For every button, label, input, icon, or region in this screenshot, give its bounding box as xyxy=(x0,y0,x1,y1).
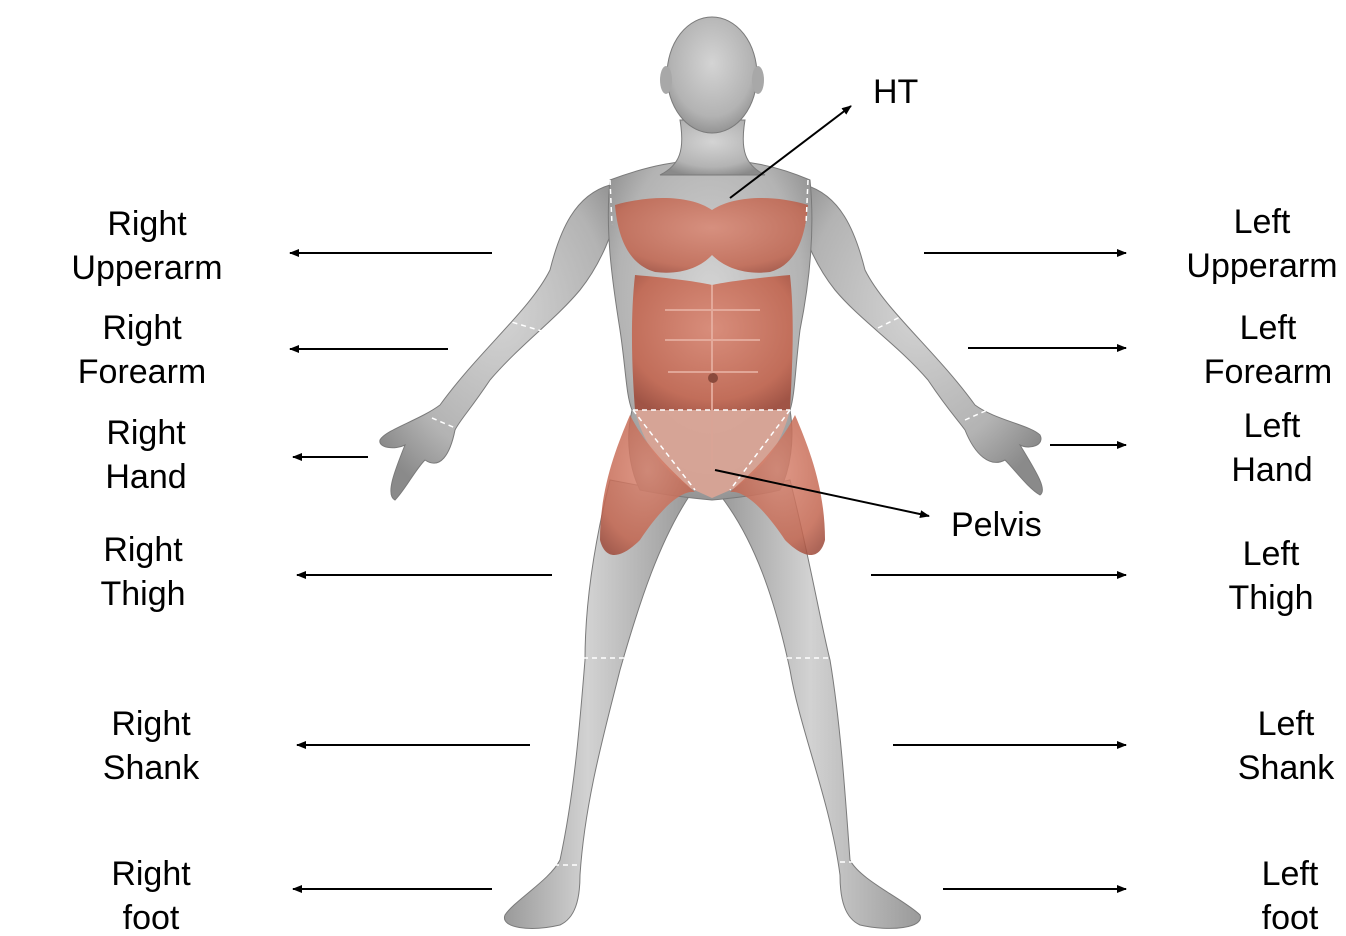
label-left-thigh-line2: Thigh xyxy=(1228,579,1313,617)
left-ear xyxy=(752,66,764,94)
navel xyxy=(708,373,718,383)
label-right-forearm-line2: Forearm xyxy=(78,353,206,391)
label-right-thigh-line1: Right xyxy=(103,531,183,569)
label-left-shank-line1: Left xyxy=(1258,705,1315,743)
label-right-foot-line1: Right xyxy=(111,855,191,893)
head xyxy=(667,17,757,133)
label-left-forearm-line2: Forearm xyxy=(1204,353,1332,391)
label-left-upperarm-line1: Left xyxy=(1234,203,1291,241)
label-right-shank-line2: Shank xyxy=(103,749,200,787)
label-left-forearm-line1: Left xyxy=(1240,309,1297,347)
label-right-upperarm-line2: Upperarm xyxy=(71,249,222,287)
label-right-forearm-line1: Right xyxy=(102,309,182,347)
label-left-hand-line2: Hand xyxy=(1231,451,1312,489)
right-ear xyxy=(660,66,672,94)
label-right-thigh-line2: Thigh xyxy=(100,575,185,613)
left-arm xyxy=(795,185,1042,495)
label-ht: HT xyxy=(873,73,918,111)
label-left-thigh-line1: Left xyxy=(1243,535,1300,573)
label-right-upperarm-line1: Right xyxy=(107,205,187,243)
label-right-hand-line2: Hand xyxy=(105,458,186,496)
label-right-foot-line2: foot xyxy=(123,899,180,936)
label-left-foot-line1: Left xyxy=(1262,855,1319,893)
label-left-shank-line2: Shank xyxy=(1238,749,1335,787)
right-leg xyxy=(504,480,690,928)
label-pelvis: Pelvis xyxy=(951,506,1042,544)
label-right-hand-line1: Right xyxy=(106,414,186,452)
label-right-shank-line1: Right xyxy=(111,705,191,743)
label-left-foot-line2: foot xyxy=(1262,899,1319,936)
label-left-upperarm-line2: Upperarm xyxy=(1186,247,1337,285)
label-left-hand-line1: Left xyxy=(1244,407,1301,445)
human-figure xyxy=(380,17,1043,928)
right-arm xyxy=(380,185,620,500)
